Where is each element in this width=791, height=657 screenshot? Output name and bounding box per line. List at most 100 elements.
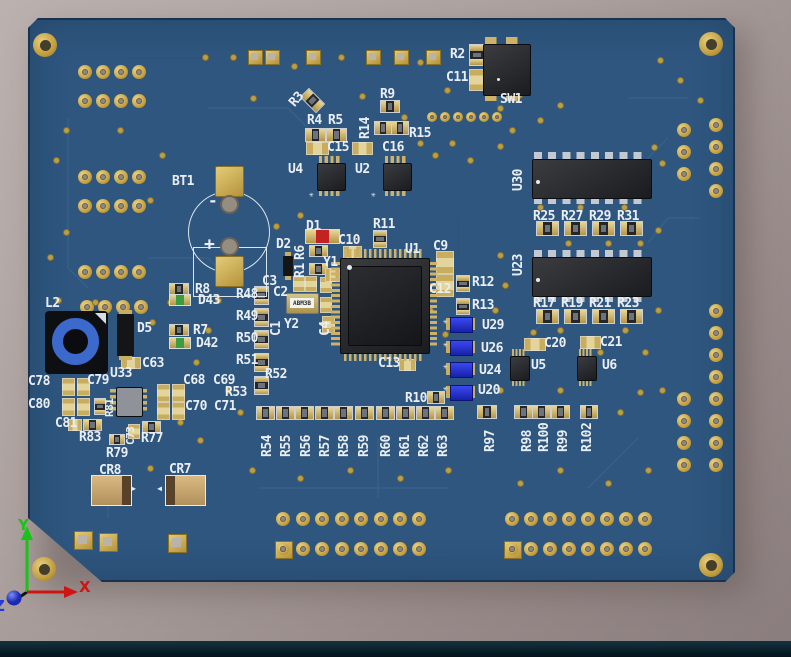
capacitor[interactable]: [68, 419, 82, 431]
via: [63, 127, 70, 134]
silk-label-R79: R79: [106, 446, 128, 461]
capacitor[interactable]: [436, 251, 454, 274]
resistor[interactable]: [391, 121, 409, 135]
resistor[interactable]: [295, 406, 314, 420]
resistor[interactable]: [83, 419, 102, 431]
resistor[interactable]: [416, 406, 435, 420]
terminal: [95, 399, 105, 404]
ic-U33[interactable]: [116, 387, 143, 417]
resistor[interactable]: [380, 100, 400, 113]
battery-pad[interactable]: [215, 166, 244, 197]
led[interactable]: [305, 229, 340, 244]
black-diode[interactable]: [283, 256, 293, 276]
via: [149, 319, 156, 326]
capacitor[interactable]: [352, 142, 373, 155]
resistor[interactable]: [142, 421, 161, 433]
resistor[interactable]: [254, 330, 269, 349]
resistor[interactable]: [169, 324, 189, 336]
led[interactable]: [169, 294, 191, 306]
pad-hole: [135, 268, 143, 276]
resistor[interactable]: [109, 434, 125, 445]
resistor[interactable]: [456, 275, 470, 292]
capacitor[interactable]: [77, 378, 90, 396]
ic-U23[interactable]: [532, 257, 652, 297]
black-diode[interactable]: [117, 314, 134, 356]
resistor[interactable]: [564, 221, 587, 236]
resistor[interactable]: [376, 406, 395, 420]
resistor[interactable]: [536, 309, 559, 324]
capacitor[interactable]: [305, 276, 317, 292]
silk-label-C3: C3: [262, 274, 277, 289]
crystal-y2[interactable]: ABM3B: [286, 293, 319, 314]
resistor[interactable]: [592, 221, 615, 236]
resistor[interactable]: [326, 128, 347, 142]
resistor[interactable]: [256, 406, 275, 420]
capacitor[interactable]: [172, 402, 185, 420]
via: [605, 240, 612, 247]
inductor-L2[interactable]: [45, 311, 108, 374]
battery-pad[interactable]: [215, 256, 244, 287]
ic-U6[interactable]: [577, 356, 597, 381]
blue-component[interactable]: [450, 362, 473, 378]
resistor[interactable]: [551, 405, 570, 419]
resistor-body: [376, 237, 384, 241]
capacitor[interactable]: [524, 338, 546, 351]
resistor[interactable]: [305, 128, 326, 142]
resistor[interactable]: [536, 221, 559, 236]
resistor[interactable]: [532, 405, 551, 419]
resistor[interactable]: [396, 406, 415, 420]
led[interactable]: [169, 337, 191, 349]
terminal: [607, 222, 614, 235]
tantalum-diode[interactable]: [165, 475, 206, 506]
resistor-body: [257, 383, 266, 388]
resistor[interactable]: [254, 353, 269, 372]
via: [230, 54, 237, 61]
ic-U4[interactable]: [317, 163, 346, 191]
resistor[interactable]: [514, 405, 533, 419]
capacitor[interactable]: [172, 384, 185, 402]
blue-component[interactable]: [450, 340, 473, 356]
silk-label-U30: U30: [511, 169, 526, 191]
terminal: [447, 407, 453, 419]
capacitor[interactable]: [157, 402, 170, 420]
capacitor[interactable]: [157, 384, 170, 402]
resistor[interactable]: [435, 406, 454, 420]
resistor[interactable]: [620, 221, 643, 236]
resistor[interactable]: [580, 405, 598, 419]
blue-component[interactable]: [450, 317, 473, 333]
resistor[interactable]: [620, 309, 643, 324]
resistor[interactable]: [355, 406, 374, 420]
resistor[interactable]: [334, 406, 353, 420]
resistor[interactable]: [592, 309, 615, 324]
resistor[interactable]: [254, 308, 269, 327]
resistor[interactable]: [373, 230, 387, 248]
resistor[interactable]: [427, 391, 445, 404]
ic-SW1[interactable]: [483, 44, 531, 96]
resistor[interactable]: [374, 121, 392, 135]
resistor[interactable]: [254, 376, 269, 395]
resistor[interactable]: [94, 398, 106, 415]
blue-component[interactable]: [450, 385, 473, 401]
resistor[interactable]: [315, 406, 334, 420]
ic-U2[interactable]: [383, 163, 412, 191]
tantalum-diode[interactable]: [91, 475, 132, 506]
capacitor[interactable]: [128, 424, 140, 439]
resistor[interactable]: [276, 406, 295, 420]
capacitor[interactable]: [293, 276, 305, 292]
pad-hole: [81, 97, 89, 105]
ic-U5[interactable]: [510, 356, 530, 381]
capacitor[interactable]: [62, 378, 75, 396]
resistor[interactable]: [564, 309, 587, 324]
resistor[interactable]: [309, 245, 328, 257]
crystal-sticker: ABM3B: [290, 298, 314, 308]
capacitor[interactable]: [580, 336, 601, 349]
resistor[interactable]: [456, 298, 470, 315]
resistor[interactable]: [254, 286, 269, 305]
resistor[interactable]: [477, 405, 497, 419]
ic-U30[interactable]: [532, 159, 652, 199]
capacitor[interactable]: [77, 398, 90, 416]
silk-label-C1: C1: [269, 321, 284, 336]
capacitor[interactable]: [306, 142, 329, 155]
capacitor[interactable]: [62, 398, 75, 416]
